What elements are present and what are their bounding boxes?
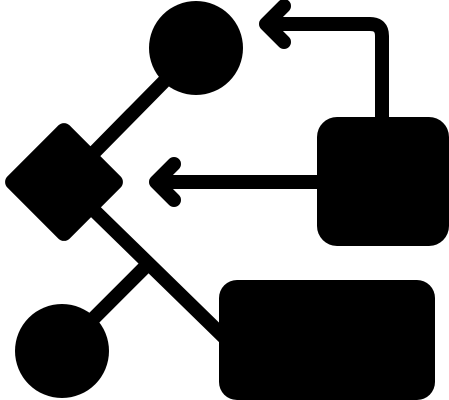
bottom-rounded-rectangle-node bbox=[219, 280, 435, 400]
arrows bbox=[149, 0, 389, 207]
arrow-to-top-circle bbox=[259, 0, 389, 127]
bottom-circle-node bbox=[15, 304, 109, 398]
top-circle-node bbox=[149, 1, 243, 95]
diamond-decision-node bbox=[5, 123, 123, 241]
right-rounded-square-node bbox=[317, 117, 449, 246]
arrow-to-diamond bbox=[149, 157, 329, 207]
